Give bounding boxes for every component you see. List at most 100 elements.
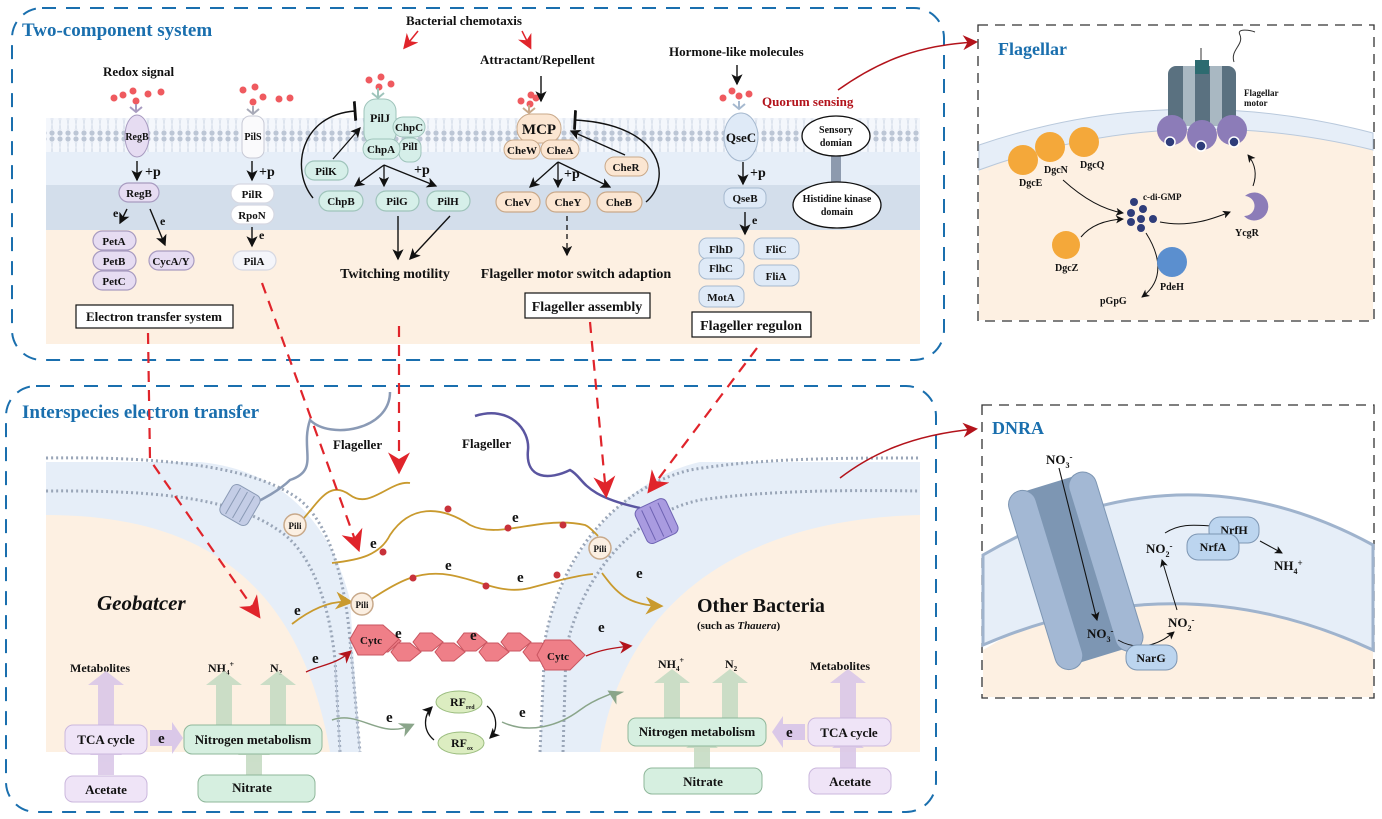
flagellum-right: [474, 412, 641, 510]
metabolites-left: Metabolites: [70, 661, 130, 675]
arrow-to-flagellar: [837, 35, 978, 91]
e-label: e: [598, 620, 605, 636]
two-component-panel: Two-component system Bacterial chemotaxi…: [11, 7, 978, 361]
pili-protein-label: PilI: [402, 142, 418, 153]
protein-regb: [118, 182, 160, 203]
chpa-label: ChpA: [367, 144, 395, 156]
regb-label: RegB: [126, 188, 152, 200]
e-label: e: [636, 566, 643, 582]
tca-cycle-right: [807, 717, 892, 747]
rf-ox-text: RF: [451, 736, 467, 750]
nh4-left-text: NH: [208, 661, 227, 675]
nitrogen-metabolism-left: [183, 724, 323, 755]
dgc-proteins: [1008, 127, 1099, 259]
membrane-bilayer: [46, 118, 920, 152]
narg-label: NarG: [1136, 651, 1165, 665]
n2-left-text: N: [270, 661, 279, 675]
cdigmp-label: c-di-GMP: [1143, 192, 1182, 202]
plus-p-label: +p: [564, 167, 580, 182]
tca-left-label: TCA cycle: [77, 732, 135, 747]
protein-chpa: [362, 138, 401, 160]
histidine-label-2: domain: [821, 207, 854, 218]
e-label: e: [395, 626, 402, 642]
tca-right-label: TCA cycle: [820, 725, 878, 740]
chpc-label: ChpC: [395, 122, 423, 134]
flhc-label: FlhC: [709, 263, 733, 275]
acetate-right: [808, 767, 892, 795]
panel-title-two-component: Two-component system: [22, 20, 212, 41]
thauera-text: Thauera: [737, 620, 777, 632]
pili-heme-dots: [379, 505, 567, 590]
electron-transfer-system-label: Electron transfer system: [86, 309, 222, 324]
e-label: e: [312, 651, 319, 667]
panel-title-iet: Interspecies electron transfer: [22, 402, 260, 423]
rpon-label: RpoN: [238, 210, 266, 222]
e-label: e: [294, 603, 301, 619]
protein-rpon: [230, 204, 275, 225]
sensory-domain: [801, 115, 871, 157]
dgcq-label: DgcQ: [1080, 160, 1105, 171]
protein-regb-membrane: [124, 114, 150, 158]
protein-pilg: [375, 190, 420, 212]
qseb-label: QseB: [732, 193, 758, 205]
label-attractant: Attractant/Repellent: [480, 52, 595, 67]
n2-left: N2: [270, 661, 283, 677]
flagellar-motor-right: [634, 498, 679, 545]
qsec-label: QseC: [726, 130, 756, 145]
nh4-right: NH4+: [658, 656, 685, 673]
protein-mcp: [516, 113, 562, 144]
cytc-left: [349, 624, 400, 656]
sensory-label: Sensory: [819, 125, 853, 136]
dnra-panel: DNRA NO3- NO3- NarG NO2- NO2- NrfH NrfA …: [981, 404, 1375, 699]
sensory-label-2: domian: [820, 138, 853, 149]
flagellar-motor-label-2: motor: [1244, 98, 1268, 108]
e-label: e: [517, 570, 524, 586]
mcp-label: MCP: [522, 122, 556, 138]
protein-pilr: [230, 183, 275, 204]
label-flageller-left: Flageller: [333, 437, 382, 452]
no2-inside: NO2-: [1168, 615, 1195, 633]
label-motor-switch-adaption: Flageller motor switch adaption: [481, 267, 672, 282]
label-geobacter: Geobatcer: [97, 591, 186, 615]
nitrogen-metabolism-right-label: Nitrogen metabolism: [639, 724, 756, 739]
flageller-assembly-label: Flageller assembly: [532, 300, 643, 315]
petb-label: PetB: [103, 256, 126, 268]
label-redox-signal: Redox signal: [103, 64, 175, 79]
nh4-dnra: NH4+: [1274, 558, 1303, 576]
e-label: e: [470, 628, 477, 644]
panel-border: [11, 7, 945, 361]
box-flageller-regulon: [691, 311, 812, 338]
nh4-left: NH4+: [208, 660, 235, 677]
plus-p-label: +p: [259, 165, 275, 180]
pili-anchors: Pili Pili Pili: [283, 513, 612, 616]
chey-label: CheY: [555, 197, 582, 209]
cytc-left-label: Cytc: [360, 635, 382, 647]
protein-chev: [495, 191, 541, 213]
protein-chew: [503, 139, 541, 160]
rf-red-text: RF: [450, 695, 466, 709]
label-bacterial-chemotaxis: Bacterial chemotaxis: [406, 13, 522, 28]
flagellar-motor-label: Flagellar: [1244, 88, 1279, 98]
ycgr-label: YcgR: [1235, 228, 1260, 239]
rf-ox-label: RFox: [451, 736, 473, 752]
nitrogen-metabolism-right: [627, 717, 767, 747]
inner-layer: [46, 185, 920, 230]
rf-ox: [437, 731, 485, 755]
no2-a-text: NO: [1168, 615, 1188, 630]
e-label: e: [113, 206, 119, 220]
e-label: e: [786, 725, 793, 741]
pili-label: Pili: [594, 544, 607, 554]
nrfa-protein: [1186, 533, 1240, 561]
pili-label: Pili: [356, 600, 369, 610]
mota-label: MotA: [707, 292, 735, 304]
cyca-label: CycA/Y: [152, 256, 189, 268]
no3-in-text: NO: [1087, 626, 1107, 641]
protein-pilk: [304, 160, 349, 181]
flic-label: FliC: [766, 244, 787, 256]
pilj-label: PilJ: [370, 111, 390, 125]
nitrate-right-label: Nitrate: [683, 774, 723, 789]
pdeh-protein: [1157, 247, 1187, 277]
close-paren-text: ): [776, 620, 780, 632]
dgcz-label: DgcZ: [1055, 263, 1079, 274]
